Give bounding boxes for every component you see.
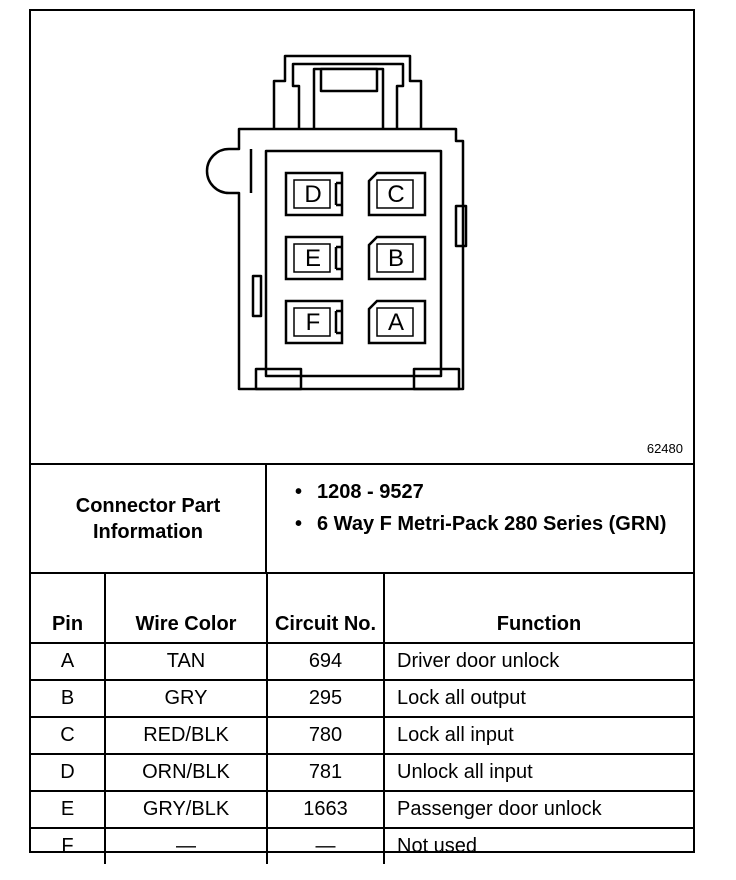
connector-part-info: Connector Part Information • 1208 - 9527… — [31, 463, 693, 573]
pin-cavity: E — [284, 235, 344, 281]
header-function: Function — [383, 572, 693, 644]
header-circuit-no: Circuit No. — [266, 572, 385, 644]
function-cell: Unlock all input — [383, 753, 693, 792]
part-info-label: Connector Part Information — [31, 465, 267, 573]
circuit-cell: 781 — [266, 753, 385, 792]
pinout-table: Pin Wire Color Circuit No. Function A TA… — [31, 572, 693, 864]
table-row: C RED/BLK 780 Lock all input — [31, 716, 693, 755]
wire-color-cell: TAN — [104, 642, 268, 681]
wire-color-cell: — — [104, 827, 268, 864]
pin-letter: F — [306, 309, 321, 336]
table-row: E GRY/BLK 1663 Passenger door unlock — [31, 790, 693, 829]
table-row: B GRY 295 Lock all output — [31, 679, 693, 718]
function-cell: Lock all input — [383, 716, 693, 755]
connector-type: 6 Way F Metri-Pack 280 Series (GRN) — [317, 513, 667, 535]
pin-cell: B — [31, 679, 106, 718]
function-cell: Not used — [383, 827, 693, 864]
pin-letter: C — [387, 181, 404, 208]
circuit-cell: 295 — [266, 679, 385, 718]
header-pin: Pin — [31, 572, 106, 644]
table-header-row: Pin Wire Color Circuit No. Function — [31, 572, 693, 644]
function-cell: Driver door unlock — [383, 642, 693, 681]
wire-color-cell: ORN/BLK — [104, 753, 268, 792]
pin-cavity: D — [284, 171, 344, 217]
pin-cell: F — [31, 827, 106, 864]
figure-number: 62480 — [646, 441, 683, 456]
pin-letter: E — [305, 245, 321, 272]
pin-cell: D — [31, 753, 106, 792]
part-info-item: • 6 Way F Metri-Pack 280 Series (GRN) — [291, 511, 691, 537]
part-info-list: • 1208 - 9527 • 6 Way F Metri-Pack 280 S… — [291, 479, 691, 543]
connector-housing — [205, 127, 468, 391]
circuit-cell: — — [266, 827, 385, 864]
pin-letter: B — [388, 245, 404, 272]
bullet-glyph: • — [295, 481, 303, 503]
pin-cavity: B — [367, 235, 427, 281]
pin-cell: A — [31, 642, 106, 681]
table-row: A TAN 694 Driver door unlock — [31, 642, 693, 681]
part-info-item: • 1208 - 9527 — [291, 479, 691, 505]
wire-color-cell: GRY/BLK — [104, 790, 268, 829]
pin-letter: D — [304, 181, 321, 208]
function-cell: Lock all output — [383, 679, 693, 718]
table-row: D ORN/BLK 781 Unlock all input — [31, 753, 693, 792]
pin-cell: C — [31, 716, 106, 755]
part-number: 1208 - 9527 — [317, 481, 424, 503]
table-row: F — — Not used — [31, 827, 693, 864]
pin-cell: E — [31, 790, 106, 829]
circuit-cell: 694 — [266, 642, 385, 681]
function-cell: Passenger door unlock — [383, 790, 693, 829]
bullet-glyph: • — [295, 513, 303, 535]
pin-cavity: F — [284, 299, 344, 345]
circuit-cell: 780 — [266, 716, 385, 755]
wire-color-cell: RED/BLK — [104, 716, 268, 755]
wire-color-cell: GRY — [104, 679, 268, 718]
pin-letter: A — [388, 309, 404, 336]
header-wire-color: Wire Color — [104, 572, 268, 644]
connector-diagram: D C E B F A — [205, 54, 468, 391]
pin-cavity: A — [367, 299, 427, 345]
pin-cavity: C — [367, 171, 427, 217]
circuit-cell: 1663 — [266, 790, 385, 829]
connector-latch — [272, 54, 423, 129]
